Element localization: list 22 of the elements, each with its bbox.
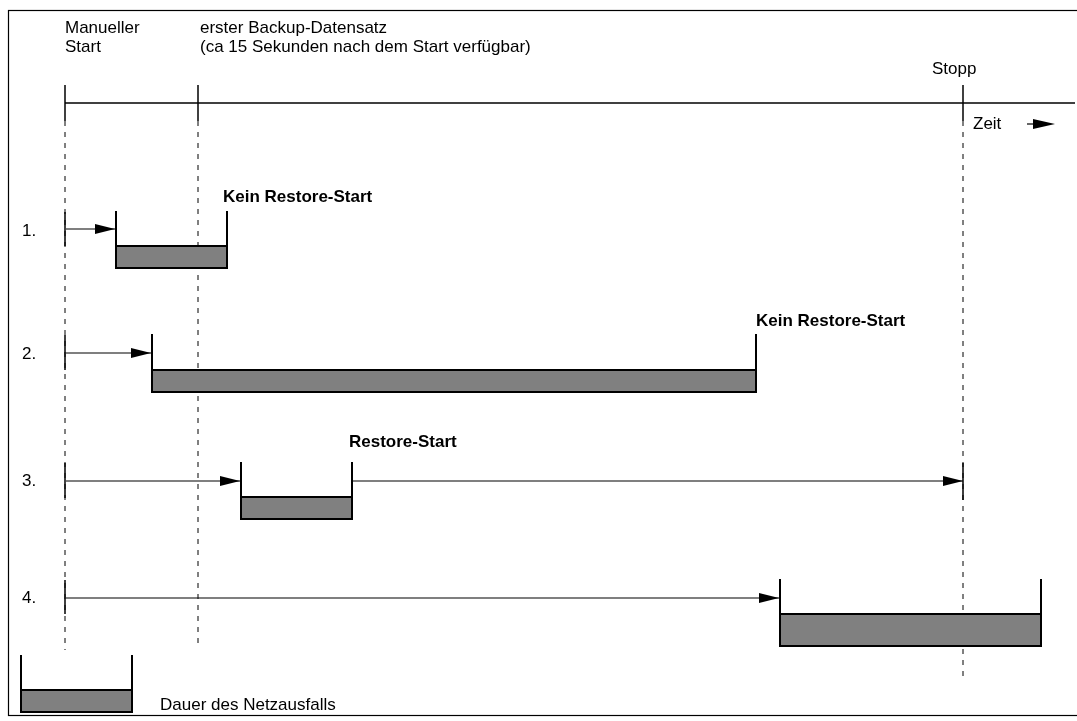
row-number: 4. (22, 588, 37, 607)
event-label: Manueller Start (65, 18, 141, 56)
status-text: Kein Restore-Start (756, 311, 906, 330)
event-label: Stopp (932, 59, 977, 78)
event-label: erster Backup-Datensatz (200, 18, 388, 37)
outage-bar-bracket (779, 579, 1042, 647)
outage-bar-bracket (240, 462, 353, 520)
arrow (65, 348, 152, 358)
row-number: 1. (22, 221, 37, 240)
outage-bar-bracket (151, 334, 757, 393)
row-number: 3. (22, 471, 37, 490)
legend-text: Dauer des Netzausfalls (160, 695, 336, 714)
arrow (65, 224, 116, 234)
arrow (351, 476, 964, 486)
arrow (65, 593, 780, 603)
status-text: Kein Restore-Start (223, 187, 373, 206)
event-label: (ca 15 Sekunden nach dem Start verfügbar) (200, 37, 531, 56)
status-text: Restore-Start (349, 432, 457, 451)
row-number: 2. (22, 344, 37, 363)
outage-bar-bracket (115, 211, 228, 269)
arrow (65, 476, 241, 486)
axis-label: Zeit (973, 114, 1002, 133)
